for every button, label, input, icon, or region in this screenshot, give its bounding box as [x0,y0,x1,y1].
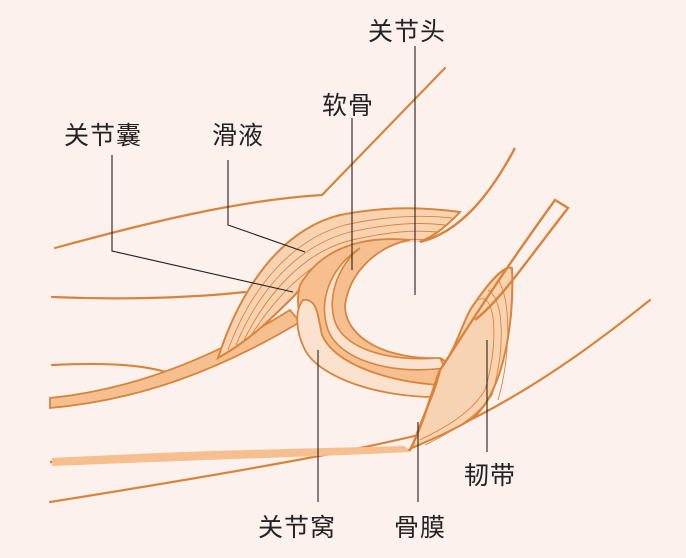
upper-bone [335,148,565,351]
leader-synovial-fluid [227,160,306,253]
label-ligament: 韧带 [464,461,517,490]
label-cartilage: 软骨 [322,91,375,120]
upper-bone-contour [419,147,517,244]
joint-capsule-upper [216,207,463,361]
label-periosteum: 骨膜 [394,513,447,542]
label-joint-socket: 关节窝 [258,513,337,542]
label-joint-head: 关节头 [368,17,447,46]
label-synovial-fluid: 滑液 [212,121,265,150]
upper-limb-contour-2 [50,290,247,300]
periosteum-band [52,446,410,466]
leader-joint-capsule [111,155,294,293]
label-joint-capsule: 关节囊 [64,121,143,150]
upper-limb-contour [53,66,447,250]
